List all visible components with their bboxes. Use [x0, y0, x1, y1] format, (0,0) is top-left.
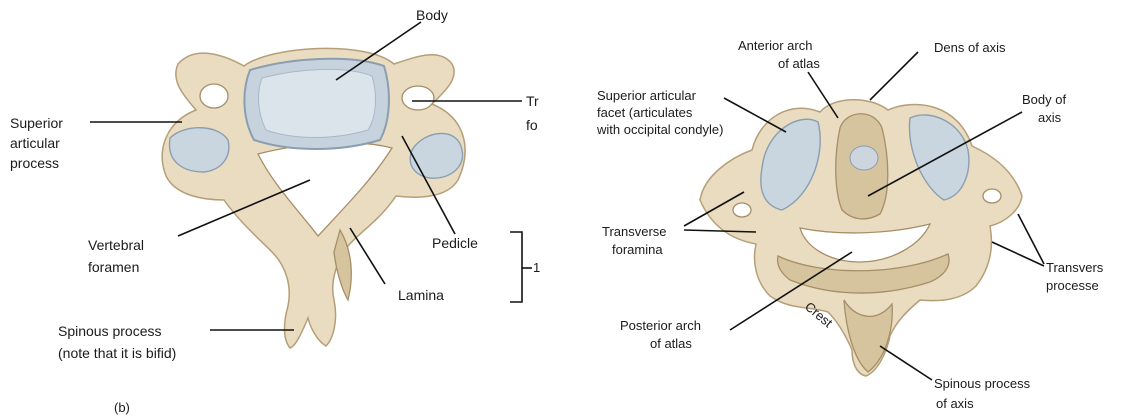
right-transverse-foramen-atlas	[983, 189, 1001, 203]
label-transverse-processes-1: Transvers	[1046, 260, 1104, 275]
label-body: Body	[416, 7, 448, 23]
left-transverse-foramen	[200, 84, 228, 108]
label-anterior-arch-2: of atlas	[778, 56, 820, 71]
label-spinous-process-axis-2: of axis	[936, 396, 974, 411]
label-anterior-arch-1: Anterior arch	[738, 38, 812, 53]
label-spinous-process-1: Spinous process	[58, 323, 162, 339]
right-transverse-foramen	[402, 86, 434, 110]
dens-articular-surface	[850, 146, 878, 170]
label-vertebral-foramen-1: Vertebral	[88, 237, 144, 253]
label-dens-of-axis: Dens of axis	[934, 40, 1006, 55]
label-posterior-arch-2: of atlas	[650, 336, 692, 351]
label-posterior-arch-1: Posterior arch	[620, 318, 701, 333]
label-superior-articular-1: Superior	[10, 115, 63, 131]
label-transverse-processes-2: processe	[1046, 278, 1099, 293]
label-superior-facet-3: with occipital condyle)	[596, 122, 723, 137]
label-pedicle: Pedicle	[432, 235, 478, 251]
cervical-vertebra-illustration	[162, 48, 465, 348]
label-transverse-foramina-2: foramina	[612, 242, 663, 257]
label-vertebral-foramen-2: foramen	[88, 259, 139, 275]
label-spinous-process-axis-1: Spinous process	[934, 376, 1031, 391]
label-transverse-cut-2: fo	[526, 117, 538, 133]
left-transverse-foramen-atlas	[733, 203, 751, 217]
label-superior-articular-3: process	[10, 155, 59, 171]
label-lamina: Lamina	[398, 287, 444, 303]
label-spinous-process-2: (note that it is bifid)	[58, 345, 176, 361]
label-body-of-axis-2: axis	[1038, 110, 1062, 125]
label-superior-facet-2: facet (articulates	[597, 105, 693, 120]
label-transverse-cut-1: Tr	[526, 93, 539, 109]
label-bracket-mark: 1	[533, 260, 540, 275]
label-figure-mark: (b)	[114, 400, 130, 415]
label-body-of-axis-1: Body of	[1022, 92, 1066, 107]
atlas-axis-illustration	[700, 100, 1022, 376]
label-superior-facet-1: Superior articular	[597, 88, 697, 103]
label-superior-articular-2: articular	[10, 135, 60, 151]
label-transverse-foramina-1: Transverse	[602, 224, 667, 239]
vertebral-body-texture	[259, 69, 376, 137]
